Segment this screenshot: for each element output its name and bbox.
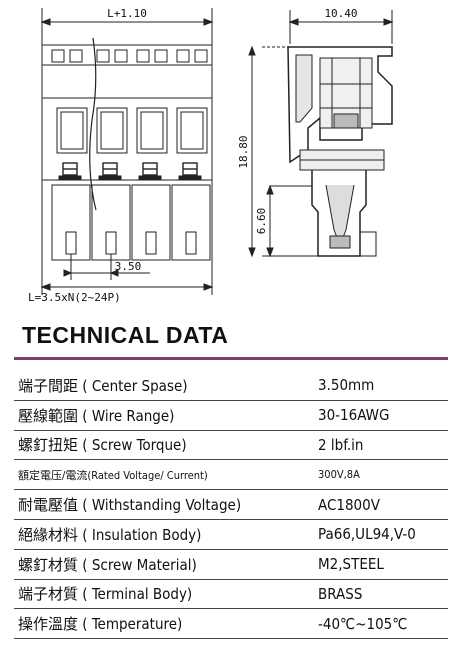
front-view — [40, 8, 214, 295]
dim-pitch-label: 3.50 — [115, 260, 142, 273]
spec-label: 操作溫度 ( Temperature) — [14, 608, 310, 640]
spec-label: 螺釘扭矩 ( Screw Torque) — [14, 430, 310, 461]
table-row: 端子間距 ( Center Spase) 3.50mm — [14, 371, 448, 401]
dim-length-label: L+1.10 — [107, 7, 147, 20]
technical-data-table: 端子間距 ( Center Spase) 3.50mm 壓線範圍 ( Wire … — [14, 371, 448, 640]
table-row: 壓線範圍 ( Wire Range) 30-16AWG — [14, 400, 448, 431]
technical-data-title: TECHNICAL DATA — [22, 322, 229, 348]
dim-lower-label: 6.60 — [255, 208, 268, 235]
spec-value: BRASS — [310, 579, 448, 610]
spec-label: 絕緣材料 ( Insulation Body) — [14, 519, 310, 550]
spec-label: 額定電压/電流(Rated Voltage/ Current) — [14, 459, 310, 491]
spec-value: 300V,8A — [310, 459, 448, 491]
dim-height-label: 18.80 — [237, 135, 250, 168]
side-view — [248, 10, 394, 258]
spec-value: 30-16AWG — [310, 400, 448, 431]
table-row: 螺釘扭矩 ( Screw Torque) 2 lbf.in — [14, 430, 448, 461]
spec-label: 端子間距 ( Center Spase) — [14, 371, 310, 401]
table-row: 端子材質 ( Terminal Body) BRASS — [14, 579, 448, 610]
spec-value: 2 lbf.in — [310, 430, 448, 461]
spec-label: 耐電壓值 ( Withstanding Voltage) — [14, 489, 310, 520]
spec-label: 螺釘材質 ( Screw Material) — [14, 549, 310, 580]
table-row: 操作溫度 ( Temperature) -40℃~105℃ — [14, 608, 448, 640]
spec-value: 3.50mm — [310, 371, 448, 401]
dim-width-label: 10.40 — [324, 7, 357, 20]
length-formula-label: L=3.5xN(2~24P) — [28, 291, 121, 304]
table-row: 額定電压/電流(Rated Voltage/ Current) 300V,8A — [14, 459, 448, 491]
table-row: 絕緣材料 ( Insulation Body) Pa66,UL94,V-0 — [14, 519, 448, 550]
spec-label: 端子材質 ( Terminal Body) — [14, 579, 310, 610]
connector-drawing: L+1.10 10.40 18.80 6.60 3.50 L=3.5xN(2~2… — [28, 7, 394, 304]
spec-label: 壓線範圍 ( Wire Range) — [14, 400, 310, 431]
spec-value: Pa66,UL94,V-0 — [310, 519, 448, 550]
spec-value: AC1800V — [310, 489, 448, 520]
title-divider — [14, 357, 448, 360]
spec-value: M2,STEEL — [310, 549, 448, 580]
table-row: 耐電壓值 ( Withstanding Voltage) AC1800V — [14, 489, 448, 520]
spec-value: -40℃~105℃ — [310, 608, 448, 640]
table-row: 螺釘材質 ( Screw Material) M2,STEEL — [14, 549, 448, 580]
